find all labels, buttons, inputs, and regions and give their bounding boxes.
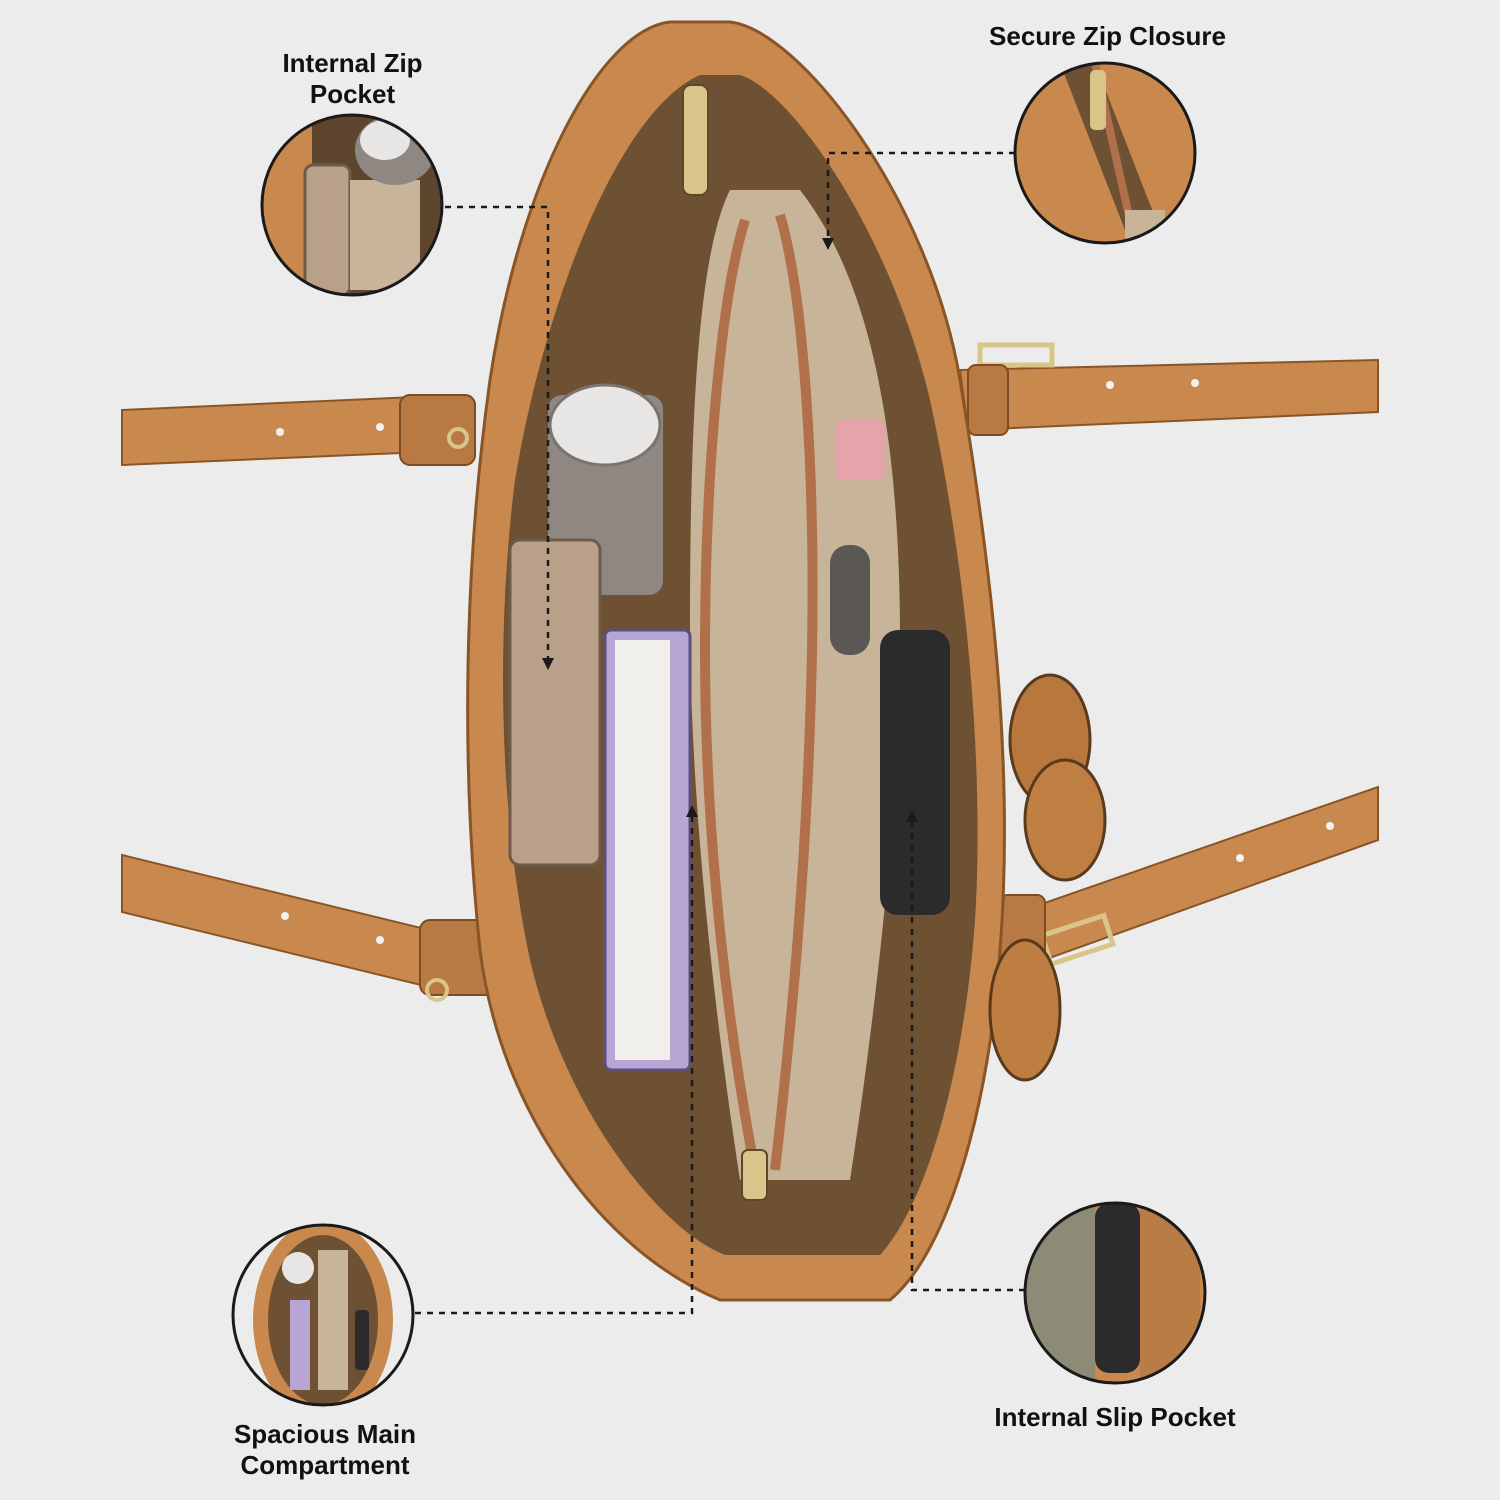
callout-label-secure-zip-closure: Secure Zip Closure — [960, 21, 1255, 52]
callout-label-spacious-main-compartment: Spacious Main Compartment — [205, 1419, 445, 1481]
callout-image-internal-slip-pocket — [1023, 1201, 1207, 1385]
callout-label-line: Compartment — [240, 1450, 410, 1480]
callout-image-spacious-main-compartment — [231, 1223, 415, 1407]
bag-body — [466, 20, 1107, 1302]
callout-image-secure-zip-closure — [1013, 61, 1197, 245]
leader-lines — [415, 151, 1025, 1315]
callout-label-internal-slip-pocket: Internal Slip Pocket — [975, 1402, 1255, 1433]
strap-right — [958, 342, 1379, 971]
callout-label-line: Spacious Main — [233, 1419, 417, 1449]
leader-arrowheads — [542, 238, 918, 822]
callout-label-line: Secure Zip Closure — [989, 21, 1226, 51]
callout-label-internal-zip-pocket: Internal Zip Pocket — [230, 48, 475, 110]
callout-label-line: Internal Zip — [282, 48, 423, 78]
callout-label-line: Pocket — [309, 79, 396, 109]
strap-left — [121, 393, 501, 1002]
flower-ornament — [988, 673, 1107, 1082]
callout-label-line: Internal Slip Pocket — [994, 1402, 1236, 1432]
callout-image-internal-zip-pocket — [260, 113, 444, 297]
